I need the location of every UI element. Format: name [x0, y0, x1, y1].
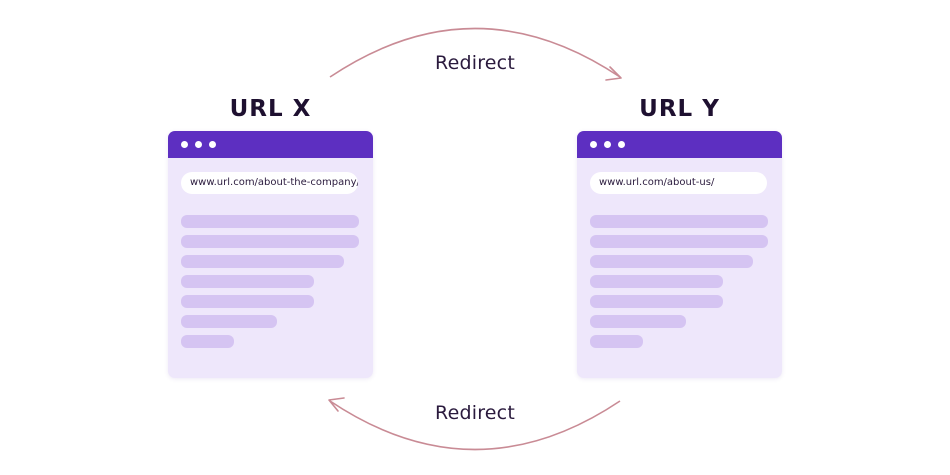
- backward-redirect-label: Redirect: [435, 402, 515, 424]
- content-placeholder-line: [181, 335, 234, 348]
- content-placeholder-line: [181, 215, 359, 228]
- browser-window-url-x: www.url.com/about-the-company/: [168, 131, 373, 378]
- window-dot-icon: [590, 141, 597, 148]
- content-placeholder-line: [181, 255, 344, 268]
- forward-redirect-arrow: [329, 27, 622, 81]
- content-placeholder-line: [590, 215, 768, 228]
- content-placeholder-line: [590, 235, 768, 248]
- content-placeholder-line: [590, 255, 753, 268]
- window-dot-icon: [209, 141, 216, 148]
- backward-redirect-arrow: [328, 397, 621, 451]
- window-dot-icon: [604, 141, 611, 148]
- forward-redirect-label: Redirect: [435, 52, 515, 74]
- window-dot-icon: [181, 141, 188, 148]
- address-bar-url-x: www.url.com/about-the-company/: [181, 172, 358, 194]
- content-placeholder-line: [590, 275, 723, 288]
- content-placeholder-line: [590, 315, 686, 328]
- content-placeholder-line: [181, 275, 314, 288]
- content-placeholder-line: [590, 295, 723, 308]
- window-dot-icon: [195, 141, 202, 148]
- browser-titlebar: [168, 131, 373, 158]
- content-placeholder-line: [590, 335, 643, 348]
- url-x-title: URL X: [229, 96, 312, 122]
- url-y-title: URL Y: [639, 96, 720, 122]
- window-dot-icon: [618, 141, 625, 148]
- content-placeholder-line: [181, 315, 277, 328]
- content-placeholder-line: [181, 235, 359, 248]
- browser-titlebar: [577, 131, 782, 158]
- address-bar-url-y: www.url.com/about-us/: [590, 172, 767, 194]
- browser-window-url-y: www.url.com/about-us/: [577, 131, 782, 378]
- content-placeholder-line: [181, 295, 314, 308]
